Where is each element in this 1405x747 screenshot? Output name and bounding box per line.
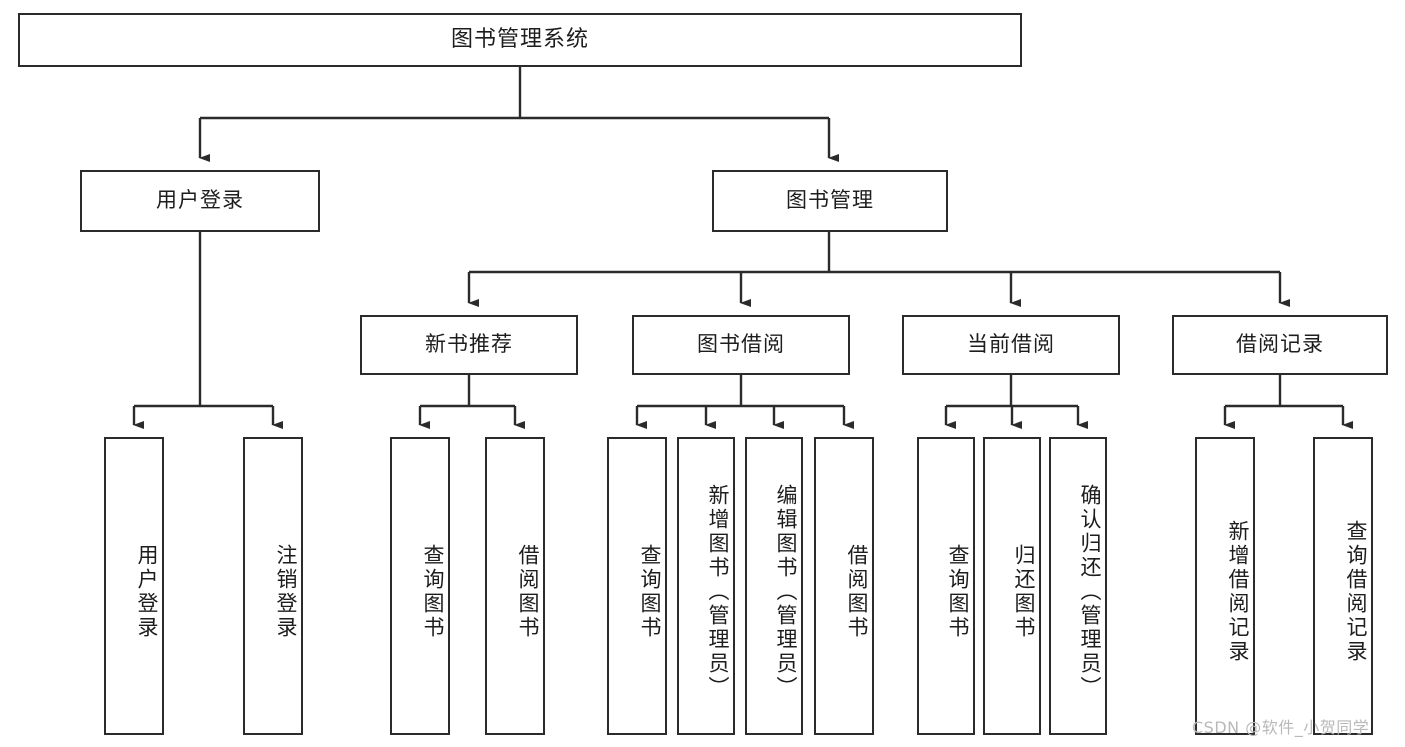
leaf-label: 借阅图书: [845, 544, 869, 640]
node-leaf-query-record[interactable]: 查询借阅记录: [1313, 437, 1373, 735]
node-leaf-confirm-return[interactable]: 确认归还（管理员）: [1049, 437, 1107, 735]
leaf-label: 新增图书（管理员）: [706, 484, 730, 700]
node-leaf-query-book-2[interactable]: 查询图书: [607, 437, 667, 735]
leaf-label: 归还图书: [1012, 544, 1036, 640]
node-leaf-edit-book[interactable]: 编辑图书（管理员）: [745, 437, 803, 735]
leaf-label: 新增借阅记录: [1226, 520, 1250, 664]
node-root[interactable]: 图书管理系统: [18, 13, 1022, 67]
leaf-label: 查询图书: [421, 544, 445, 640]
node-leaf-add-record[interactable]: 新增借阅记录: [1195, 437, 1255, 735]
leaf-label: 查询图书: [946, 544, 970, 640]
leaf-label: 注销登录: [274, 544, 298, 640]
node-current-borrow[interactable]: 当前借阅: [902, 315, 1120, 375]
leaf-label: 借阅图书: [516, 544, 540, 640]
node-book-manage[interactable]: 图书管理: [712, 170, 948, 232]
node-leaf-borrow-book-1[interactable]: 借阅图书: [485, 437, 545, 735]
node-leaf-add-book[interactable]: 新增图书（管理员）: [677, 437, 735, 735]
leaf-label: 用户登录: [135, 544, 159, 640]
node-leaf-query-book-1[interactable]: 查询图书: [390, 437, 450, 735]
node-leaf-user-login[interactable]: 用户登录: [104, 437, 164, 735]
node-leaf-return-book[interactable]: 归还图书: [983, 437, 1041, 735]
node-book-borrow[interactable]: 图书借阅: [632, 315, 850, 375]
leaf-label: 确认归还（管理员）: [1078, 484, 1102, 700]
leaf-label: 查询借阅记录: [1344, 520, 1368, 664]
leaf-label: 查询图书: [638, 544, 662, 640]
node-user-login[interactable]: 用户登录: [80, 170, 320, 232]
node-borrow-record[interactable]: 借阅记录: [1172, 315, 1388, 375]
node-leaf-logout[interactable]: 注销登录: [243, 437, 303, 735]
node-new-book-recommend[interactable]: 新书推荐: [360, 315, 578, 375]
node-leaf-borrow-book-2[interactable]: 借阅图书: [814, 437, 874, 735]
csdn-watermark: CSDN @软件_小贺同学: [1192, 718, 1370, 737]
leaf-label: 编辑图书（管理员）: [774, 484, 798, 700]
node-leaf-query-book-3[interactable]: 查询图书: [917, 437, 975, 735]
